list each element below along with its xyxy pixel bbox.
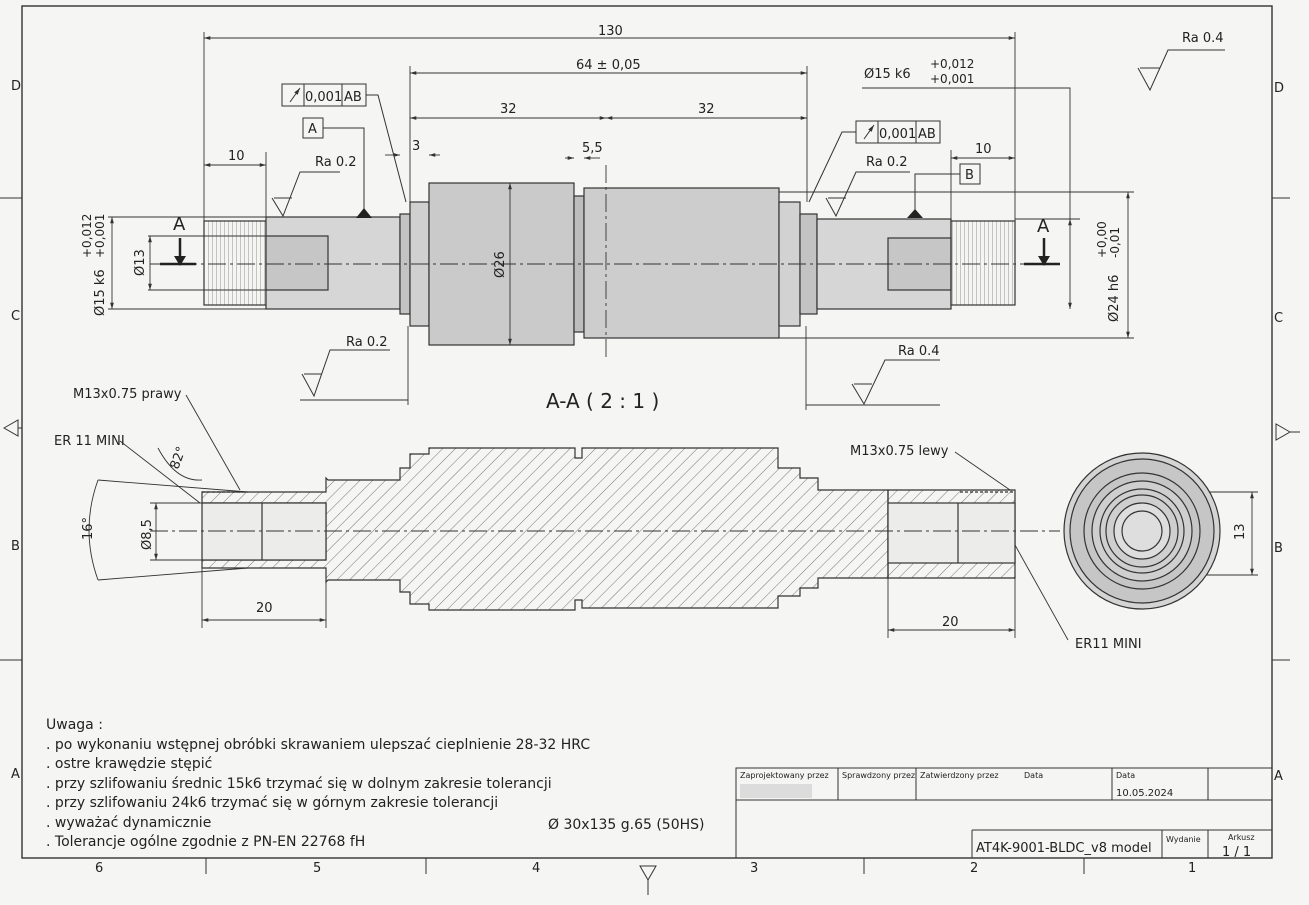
dim-step-left: 3: [412, 139, 420, 154]
col-label-6: 6: [95, 861, 103, 876]
dim-dia-right-top-tol-upper: +0,012: [930, 57, 974, 71]
centerlines-top: [150, 165, 1060, 360]
dim-groove: 5,5: [582, 141, 603, 156]
collet-right-label: ER11 MINI: [1075, 637, 1142, 652]
row-label-c-right: C: [1274, 311, 1283, 326]
datum-triangles: [356, 208, 923, 218]
dim-dia-right-top-fit: Ø15 k6: [864, 67, 911, 82]
end-view: [1063, 452, 1221, 610]
designed-by-label: Zaprojektowany przez: [740, 771, 829, 780]
dim-end-right: 10: [975, 142, 992, 157]
ra-right-shoulder: Ra 0.4: [898, 344, 940, 359]
drawing-name: AT4K-9001-BLDC_v8 model: [976, 841, 1152, 856]
title-block: [735, 767, 1273, 859]
note-item: . po wykonaniu wstępnej obróbki skrawani…: [46, 736, 591, 753]
col-label-3: 3: [750, 861, 758, 876]
note-item: . wyważać dynamicznie: [46, 814, 212, 831]
dim-half-left: 32: [500, 102, 517, 117]
title-block-labels: Zaprojektowany przez Sprawdzony przez Za…: [740, 771, 1255, 860]
depth-right-label: 20: [942, 615, 959, 630]
section-labels: M13x0.75 prawy M13x0.75 lewy ER 11 MINI …: [54, 387, 1248, 652]
row-label-a: A: [11, 767, 20, 782]
sheet-value: 1 / 1: [1222, 845, 1251, 860]
row-label-d-right: D: [1274, 81, 1284, 96]
row-label-b: B: [11, 539, 20, 554]
collet-left-label: ER 11 MINI: [54, 434, 125, 449]
border-labels: D C B A D C B A 6 5 4 3 2 1: [11, 79, 1284, 876]
notes-block: Uwaga : . po wykonaniu wstępnej obróbki …: [46, 716, 590, 853]
end-view-dim-label: 13: [1233, 523, 1248, 540]
section-cut-markers: [160, 238, 1060, 266]
dim-end-left: 10: [228, 149, 245, 164]
col-label-4: 4: [532, 861, 540, 876]
dim-dia-right-tol-upper: +0,00: [1095, 221, 1109, 258]
ra-right-journal: Ra 0.2: [866, 155, 908, 170]
checked-by-label: Sprawdzony przez: [842, 771, 915, 780]
dim-dia-right-tol-lower: -0,01: [1108, 227, 1122, 258]
gdt-frames: [281, 83, 981, 212]
cut-marker-right: A: [1037, 216, 1050, 237]
col-label-1: 1: [1188, 861, 1196, 876]
note-item: . przy szlifowaniu średnic 15k6 trzymać …: [46, 775, 552, 792]
ra-general: Ra 0.4: [1182, 31, 1224, 46]
dim-dia-right-fit: Ø24 h6: [1107, 275, 1122, 322]
section-title: A-A ( 2 : 1 ): [546, 389, 659, 413]
col-label-5: 5: [313, 861, 321, 876]
edition-label: Wydanie: [1166, 835, 1201, 844]
dim-overall: 130: [598, 24, 623, 39]
bore-dia-label: Ø8,5: [140, 519, 155, 550]
notes-heading: Uwaga :: [46, 717, 103, 733]
cut-marker-left: A: [173, 214, 186, 235]
angle-82-label: 82°: [168, 445, 190, 472]
designer-redacted: [740, 784, 812, 798]
blank-stock: Ø 30x135 g.65 (50HS): [548, 817, 705, 833]
section-annotations: [88, 394, 1258, 641]
row-label-c: C: [11, 309, 20, 324]
dim-dia-body: Ø26: [493, 251, 508, 278]
dim-dia-left-tol-lower: +0,001: [93, 214, 107, 258]
row-label-a-right: A: [1274, 769, 1283, 784]
datum-b-label: B: [965, 168, 974, 183]
ra-left-journal: Ra 0.2: [315, 155, 357, 170]
runout-left-ref: AB: [344, 90, 362, 105]
date-value: 10.05.2024: [1116, 788, 1173, 799]
sheet-border: [0, 5, 1300, 895]
date-label-right: Data: [1116, 771, 1135, 780]
runout-right-value: 0,001: [879, 127, 916, 142]
ra-left-shoulder: Ra 0.2: [346, 335, 388, 350]
dim-dia-right-top-tol-lower: +0,001: [930, 72, 974, 86]
dimension-lines-top: [108, 32, 1134, 410]
shaft-top-view: [203, 182, 1016, 346]
note-item: . przy szlifowaniu 24k6 trzymać się w gó…: [46, 795, 499, 811]
top-view-labels: 130 64 ± 0,05 32 32 3 5,5 10 10 Ø13 Ø26 …: [80, 24, 1224, 359]
depth-left-label: 20: [256, 601, 273, 616]
datum-a-label: A: [308, 122, 317, 137]
runout-left-value: 0,001: [305, 90, 342, 105]
dim-dia-left-fit: Ø15 k6: [93, 269, 108, 316]
dim-half-right: 32: [698, 102, 715, 117]
row-label-b-right: B: [1274, 541, 1283, 556]
note-item: . Tolerancje ogólne zgodnie z PN-EN 2276…: [46, 834, 366, 850]
col-label-2: 2: [970, 861, 978, 876]
note-item: . ostre krawędzie stępić: [46, 756, 213, 772]
runout-right-ref: AB: [918, 127, 936, 142]
thread-left-label: M13x0.75 prawy: [73, 387, 182, 402]
approved-by-label: Zatwierdzony przez: [920, 771, 999, 780]
date-label-left: Data: [1024, 771, 1043, 780]
row-label-d: D: [11, 79, 21, 94]
thread-right-label: M13x0.75 lewy: [850, 444, 949, 459]
angle-16-label: 16°: [81, 517, 96, 540]
shaft-section-view: [201, 447, 1016, 611]
dim-dia-left-tol-upper: +0,012: [80, 214, 94, 258]
sheet-label: Arkusz: [1228, 833, 1255, 842]
dim-center-span: 64 ± 0,05: [576, 58, 641, 73]
dim-dia-inner: Ø13: [133, 249, 148, 276]
roughness-symbols: [271, 49, 1225, 406]
